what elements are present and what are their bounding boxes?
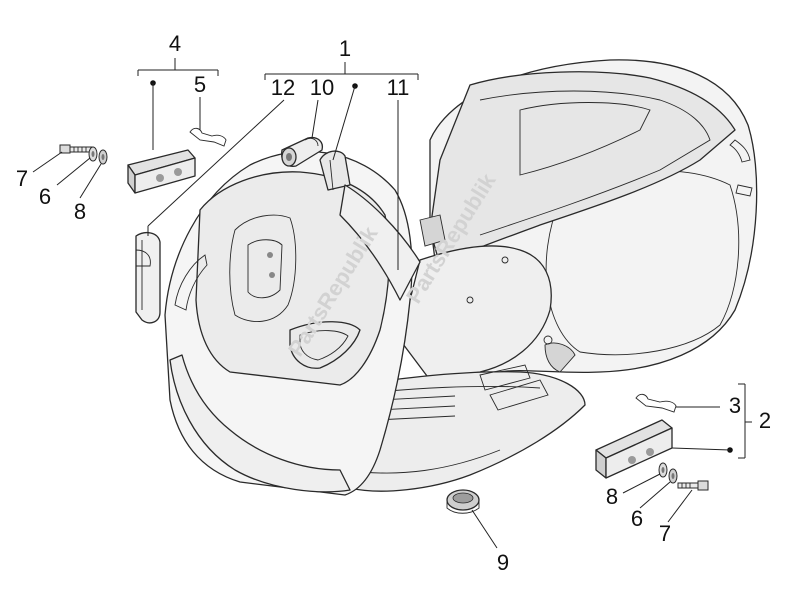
screw-lower [677,480,709,491]
callout-3: 3 [729,393,741,418]
callout-labels: 4 5 1 12 10 11 7 6 8 3 2 8 6 7 9 [16,31,771,575]
callout-6-lower: 6 [631,506,643,531]
cover-cap [135,231,161,324]
washer-lower [658,462,668,478]
callout-10: 10 [310,75,334,100]
callout-7-upper: 7 [16,166,28,191]
callout-6-upper: 6 [39,184,51,209]
callout-8-lower: 8 [606,484,618,509]
scooter-body-frame [164,59,758,496]
rubber-grommet [446,489,480,514]
clip-bracket-upper [189,127,227,147]
screw-upper [59,144,93,154]
nut-upper [98,149,108,165]
callout-2: 2 [759,408,771,433]
callout-7-lower: 7 [659,521,671,546]
leader-lines [32,58,752,549]
washer-upper [88,146,98,162]
rubber-pad-lower [595,419,673,479]
callout-4: 4 [169,31,181,56]
steering-lock-cylinder [280,136,324,167]
callout-8-upper: 8 [74,199,86,224]
callout-11: 11 [387,75,410,100]
callout-5: 5 [194,72,206,97]
callout-12: 12 [271,75,295,100]
rubber-pad-upper [127,149,196,194]
callout-9: 9 [497,550,509,575]
clip-bracket-lower [635,393,677,413]
callout-1: 1 [339,36,351,61]
nut-lower [668,468,678,484]
